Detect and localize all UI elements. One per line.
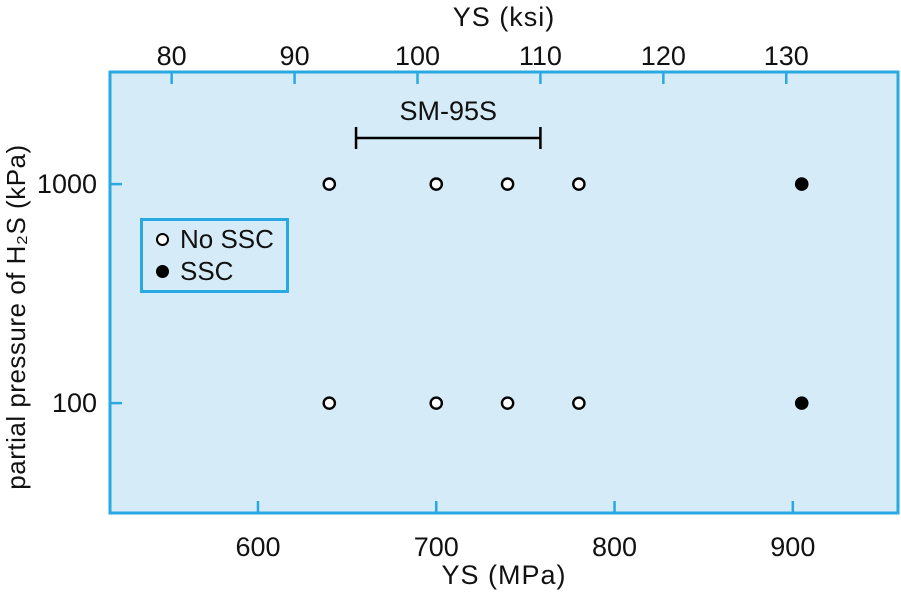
data-point-no-ssc [572,396,586,410]
y-axis-tick-label: 100 [52,388,97,418]
top-axis-tick-label: 120 [641,41,686,71]
data-point-no-ssc [572,177,586,191]
data-point-no-ssc [429,177,444,191]
top-axis-title: YS (ksi) [452,2,556,32]
top-axis-tick-label: 110 [519,41,562,71]
data-point-ssc [794,177,809,191]
data-point-no-ssc [322,396,337,410]
data-point-no-ssc [322,177,337,191]
bottom-axis-tick-label: 700 [414,532,459,562]
bottom-axis-title: YS (MPa) [441,560,567,590]
legend-label-no-ssc: No SSC [180,224,274,255]
open-circle-marker [156,233,169,247]
bottom-axis-tick-label: 800 [592,532,637,562]
y-axis-tick-label: 1000 [37,169,97,199]
legend-item-no-ssc: No SSC [156,224,286,255]
legend: No SSC SSC [140,218,289,293]
top-axis-tick-label: 90 [280,41,310,71]
data-point-no-ssc [500,177,515,191]
legend-item-ssc: SSC [156,255,286,286]
data-point-no-ssc [500,396,515,410]
legend-label-ssc: SSC [180,255,234,286]
top-axis-tick-label: 100 [395,41,440,71]
bottom-axis-tick-label: 900 [770,532,815,562]
filled-circle-marker [156,264,169,278]
data-point-ssc [794,396,809,410]
annotation-label: SM-95S [399,96,497,126]
top-axis-tick-label: 130 [764,41,809,71]
data-point-no-ssc [429,396,444,410]
top-axis-tick-label: 80 [157,41,187,71]
bottom-axis-tick-label: 600 [235,532,280,562]
